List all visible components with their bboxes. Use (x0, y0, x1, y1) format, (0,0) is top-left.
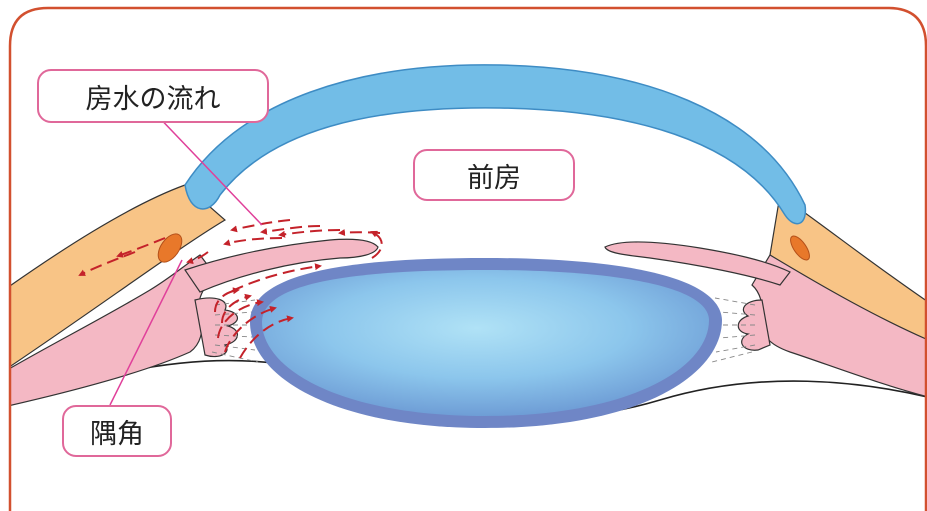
lens-nucleus (262, 270, 709, 416)
iris-right (604, 241, 791, 286)
ciliary-processes-left (194, 297, 238, 358)
frame-border (8, 6, 927, 511)
pointer-line-aqueous (151, 109, 263, 226)
iris-left (184, 238, 379, 293)
pointer-line-angle (109, 259, 183, 406)
cornea (184, 64, 807, 225)
schlemm-canal-right (790, 235, 810, 261)
anterior-chamber-label: 前房 (413, 149, 575, 201)
angle-label: 隅角 (62, 405, 172, 457)
schlemm-canal-left (157, 233, 183, 263)
ciliary-body-left (10, 254, 216, 411)
sclera-left (10, 184, 227, 382)
aqueous-flow-arrows (78, 219, 383, 359)
aqueous-flow-label: 房水の流れ (37, 69, 269, 123)
